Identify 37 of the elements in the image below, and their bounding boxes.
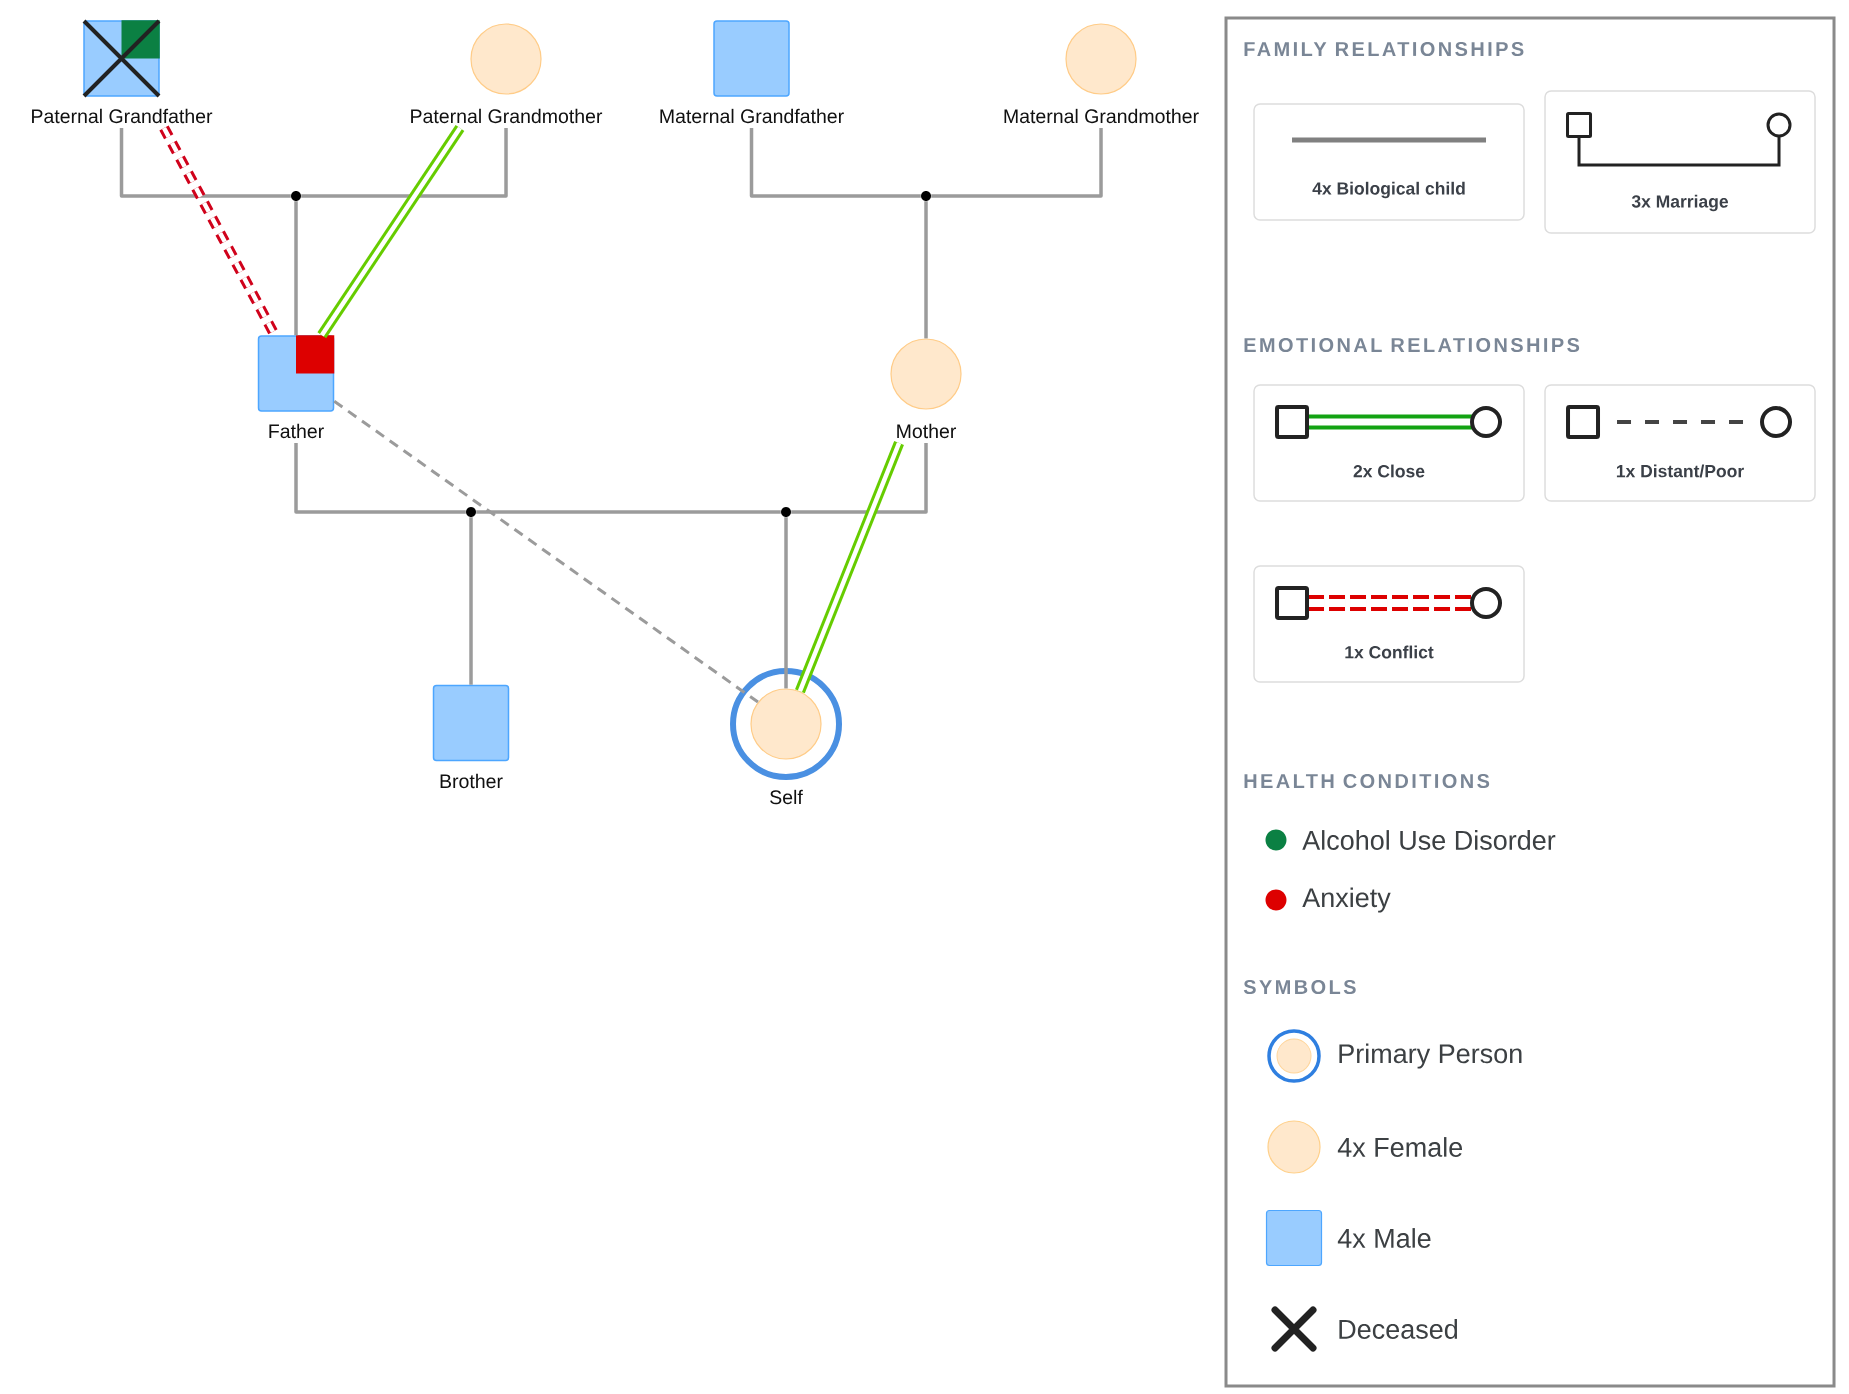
connector-line: [784, 517, 788, 689]
section-heading: HEALTH CONDITIONS: [1244, 773, 1490, 789]
legend-card: 1x Distant/Poor: [1544, 384, 1816, 502]
connector-line: [469, 517, 473, 685]
legend-text: Deceased: [1339, 1319, 1458, 1339]
connector-line: [476, 510, 781, 514]
connector-line: [294, 443, 466, 514]
connector-line: [749, 128, 921, 198]
section-heading: FAMILY RELATIONSHIPS: [1244, 41, 1524, 57]
connector-line: [119, 128, 291, 198]
connector-line: [301, 128, 508, 198]
legend-card: 2x Close: [1253, 384, 1525, 502]
person-name: Mother: [897, 423, 956, 439]
person-name: Self: [770, 789, 803, 805]
dashed-line: [333, 400, 759, 704]
person-name: Paternal Grandmother: [411, 108, 603, 124]
connector-line: [294, 201, 298, 336]
section-heading: EMOTIONAL RELATIONSHIPS: [1244, 337, 1580, 353]
person-name: Maternal Grandfather: [660, 108, 844, 124]
legend-text: 4x Female: [1337, 1137, 1463, 1157]
legend-card: 1x Conflict: [1253, 565, 1525, 683]
person-name: Father: [269, 423, 324, 439]
legend-text: Primary Person: [1339, 1043, 1522, 1069]
person-name: Paternal Grandfather: [32, 108, 213, 124]
legend-card: 4x Biological child: [1253, 103, 1525, 221]
double-line: [795, 441, 904, 694]
connector-line: [924, 201, 928, 339]
legend-card: 3x Marriage: [1544, 90, 1816, 234]
legend-text: Anxiety: [1302, 887, 1391, 913]
person-name: Maternal Grandmother: [1004, 108, 1199, 124]
legend-text: 4x Male: [1337, 1228, 1431, 1248]
connector-line: [931, 128, 1103, 198]
legend-text: Alcohol Use Disorder: [1302, 830, 1556, 850]
double-line: [317, 125, 465, 339]
connector-line: [791, 443, 928, 514]
person-name: Brother: [440, 773, 503, 789]
section-heading: SYMBOLS: [1243, 979, 1356, 995]
